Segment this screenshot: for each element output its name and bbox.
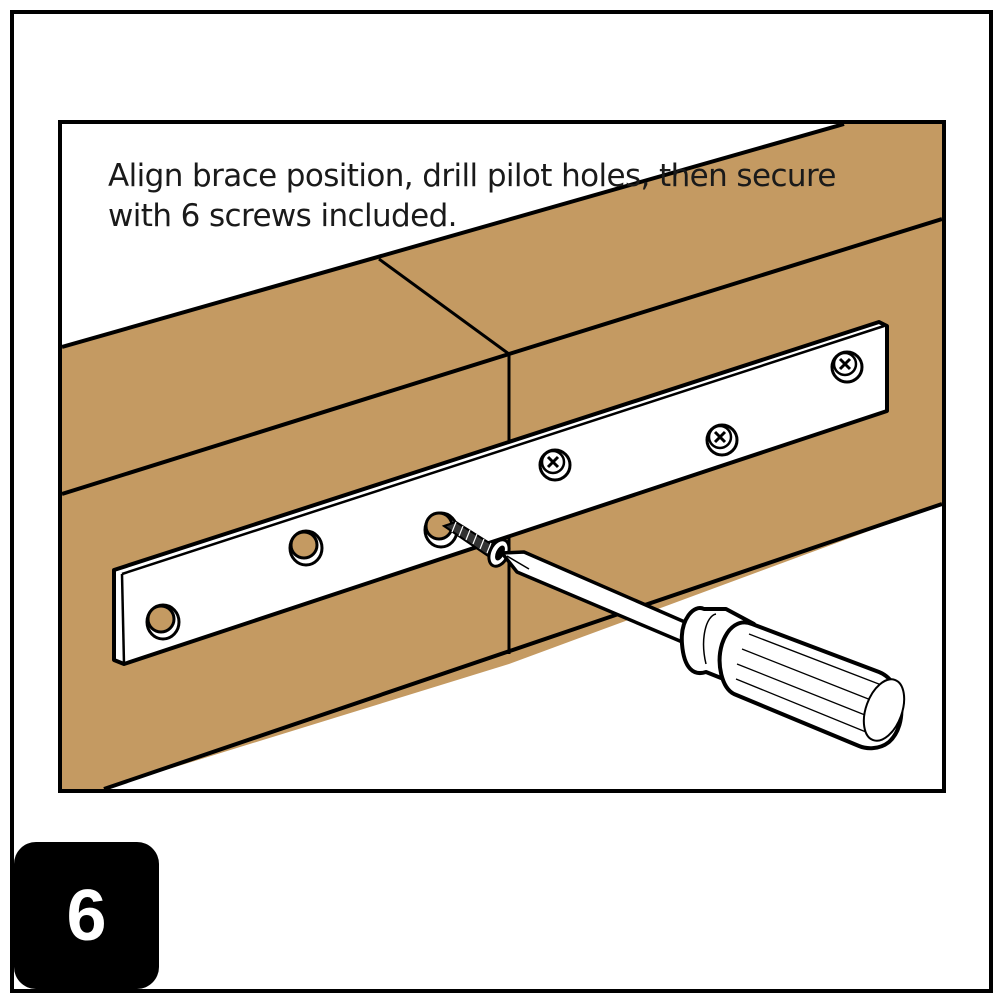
metal-brace: [112, 320, 889, 666]
empty-hole: [288, 529, 324, 567]
installed-screw: [830, 350, 864, 384]
instruction-line-2: with 6 screws included.: [108, 198, 458, 234]
screw: [441, 520, 511, 568]
instruction-line-1: Align brace position, drill pilot holes,…: [108, 158, 836, 194]
illustration-panel: Align brace position, drill pilot holes,…: [58, 120, 946, 793]
screwdriver: [500, 550, 906, 751]
installed-screw: [538, 448, 572, 482]
beam-joint-top: [378, 257, 510, 356]
instruction-text: Align brace position, drill pilot holes,…: [108, 156, 908, 236]
beam-top-face: [62, 124, 942, 494]
step-number-badge: 6: [14, 842, 159, 989]
empty-hole: [145, 603, 181, 641]
step-number: 6: [66, 875, 107, 956]
assembly-illustration: [62, 124, 942, 789]
installed-screw: [705, 423, 739, 457]
